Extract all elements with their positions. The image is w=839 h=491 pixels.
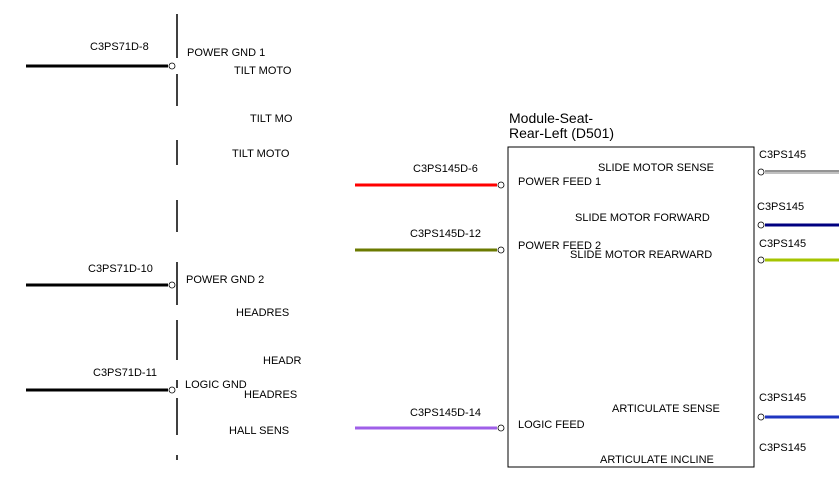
- label-headrest-2: HEADR: [263, 355, 302, 367]
- pin-terminal-icon: [168, 62, 176, 70]
- pin-terminal-icon: [497, 424, 505, 432]
- pin-code-slide-motor-sense: C3PS145: [759, 149, 807, 161]
- pin-code-slide-motor-forward: C3PS145: [757, 201, 805, 213]
- pin-terminal-icon: [168, 281, 176, 289]
- signal-articulate-sense: ARTICULATE SENSE: [612, 403, 720, 415]
- label-tilt-motor-1: TILT MOTO: [234, 65, 292, 77]
- label-headrest-3: HEADRES: [244, 389, 298, 401]
- label-headrest-1: HEADRES: [236, 307, 290, 319]
- signal-power-gnd-1: POWER GND 1: [187, 47, 266, 59]
- pin-terminal-icon: [497, 246, 505, 254]
- signal-power-gnd-2: POWER GND 2: [186, 274, 265, 286]
- signal-logic-feed: LOGIC FEED: [518, 419, 585, 431]
- pin-code-articulate-sense: C3PS145: [759, 392, 807, 404]
- label-hall-sensor: HALL SENS: [229, 425, 290, 437]
- pin-terminal-icon: [168, 386, 176, 394]
- signal-articulate-incline: ARTICULATE INCLINE: [600, 454, 714, 466]
- signal-power-feed-2: POWER FEED 2: [518, 240, 602, 252]
- pin-code-power-gnd-1: C3PS71D-8: [90, 41, 149, 53]
- pin-code-articulate-incline: C3PS145: [759, 442, 807, 454]
- pin-code-logic-gnd: C3PS71D-11: [93, 367, 157, 379]
- module-box: [507, 146, 755, 468]
- pin-code-power-gnd-2: C3PS71D-10: [88, 263, 153, 275]
- pin-code-power-feed-2: C3PS145D-12: [410, 228, 481, 240]
- pin-terminal-icon: [757, 221, 765, 229]
- pin-terminal-icon: [497, 181, 505, 189]
- pin-terminal-icon: [757, 168, 765, 176]
- signal-logic-gnd: LOGIC GND: [185, 379, 247, 391]
- signal-slide-motor-sense: SLIDE MOTOR SENSE: [598, 162, 714, 174]
- pin-code-logic-feed: C3PS145D-14: [410, 407, 481, 419]
- signal-slide-motor-rearward: SLIDE MOTOR REARWARD: [570, 249, 713, 261]
- signal-power-feed-1: POWER FEED 1: [518, 176, 602, 188]
- module-title-line-1: Module-Seat-: [509, 110, 594, 126]
- pin-terminal-icon: [757, 256, 765, 264]
- pin-code-slide-motor-rearward: C3PS145: [759, 238, 807, 250]
- pin-terminal-icon: [757, 413, 765, 421]
- module-title-line-2: Rear-Left (D501): [509, 125, 615, 141]
- label-tilt-motor-3: TILT MOTO: [232, 148, 290, 160]
- signal-slide-motor-forward: SLIDE MOTOR FORWARD: [575, 212, 710, 224]
- label-tilt-motor-2: TILT MO: [250, 113, 293, 125]
- pin-code-power-feed-1: C3PS145D-6: [413, 163, 478, 175]
